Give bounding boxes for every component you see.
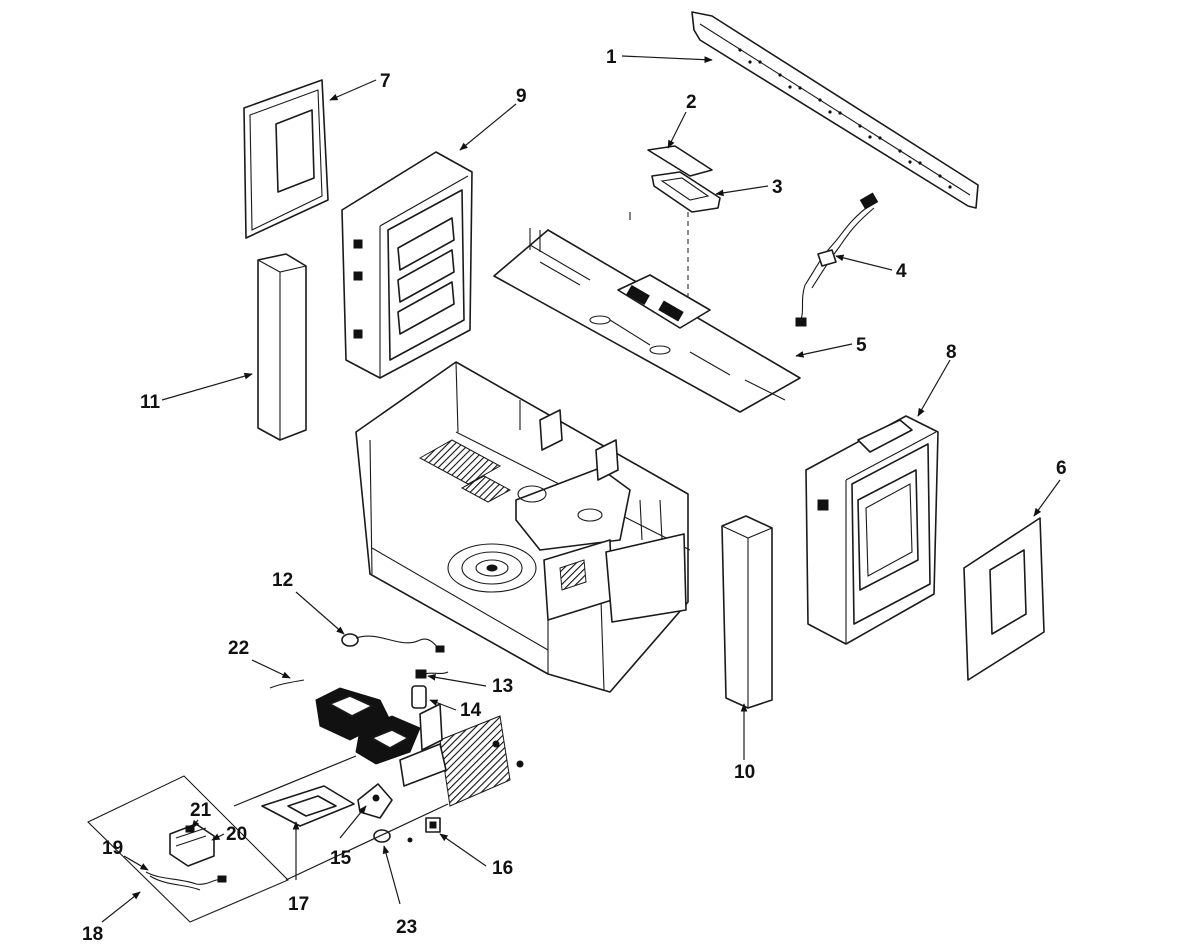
part-7-left-side-panel [243, 79, 329, 239]
callout-5: 5 [856, 335, 867, 356]
callout-21: 21 [190, 800, 212, 821]
part-14-thermistor [411, 685, 427, 709]
part-18-kit-box [87, 775, 289, 923]
part-2-bracket [647, 145, 713, 177]
callout-4: 4 [896, 261, 907, 282]
callout-2: 2 [686, 92, 697, 113]
callout-6: 6 [1056, 458, 1067, 479]
part-9-left-side-assembly [341, 151, 473, 379]
callout-19: 19 [102, 838, 123, 859]
callout-9: 9 [516, 86, 527, 107]
callout-17: 17 [288, 894, 309, 915]
callout-3: 3 [772, 177, 783, 198]
callout-1: 1 [606, 47, 617, 68]
part-3-grommet [651, 171, 721, 213]
control-bracket-assembly [315, 687, 524, 807]
callout-11: 11 [140, 392, 161, 413]
callout-10: 10 [734, 762, 755, 783]
callout-18: 18 [82, 924, 103, 945]
part-1-top-rail [691, 11, 979, 209]
callout-8: 8 [946, 342, 957, 363]
callout-20: 20 [226, 824, 247, 845]
part-6-right-side-panel [963, 517, 1045, 681]
part-12-thermal-cutout [341, 633, 445, 653]
callout-15: 15 [330, 848, 352, 869]
part-21-clip [185, 825, 195, 833]
part-22-wire [269, 679, 305, 689]
part-8-right-side-assembly [805, 415, 939, 645]
part-19-wire-harness [145, 871, 227, 891]
part-13-sensor [415, 669, 449, 679]
part-10-right-vent-cover [721, 515, 773, 709]
part-16-switch [407, 817, 441, 843]
part-17-base-plate [261, 785, 355, 827]
callout-7: 7 [380, 71, 391, 92]
callout-16: 16 [492, 858, 513, 879]
callout-22: 22 [228, 638, 249, 659]
part-4-power-cord [795, 192, 879, 327]
main-cabinet [355, 361, 691, 693]
part-5-top-plate [493, 212, 801, 413]
part-20-motor [169, 823, 215, 867]
callout-14: 14 [460, 700, 482, 721]
part-15-bracket [357, 783, 393, 819]
callout-23: 23 [396, 917, 417, 938]
callout-13: 13 [492, 676, 513, 697]
callout-labels: 1 2 3 4 5 6 7 8 9 10 11 12 13 14 15 16 1… [82, 47, 1067, 945]
part-11-left-vent-cover [257, 253, 307, 441]
callout-12: 12 [272, 570, 293, 591]
leader-lines [101, 55, 1061, 923]
